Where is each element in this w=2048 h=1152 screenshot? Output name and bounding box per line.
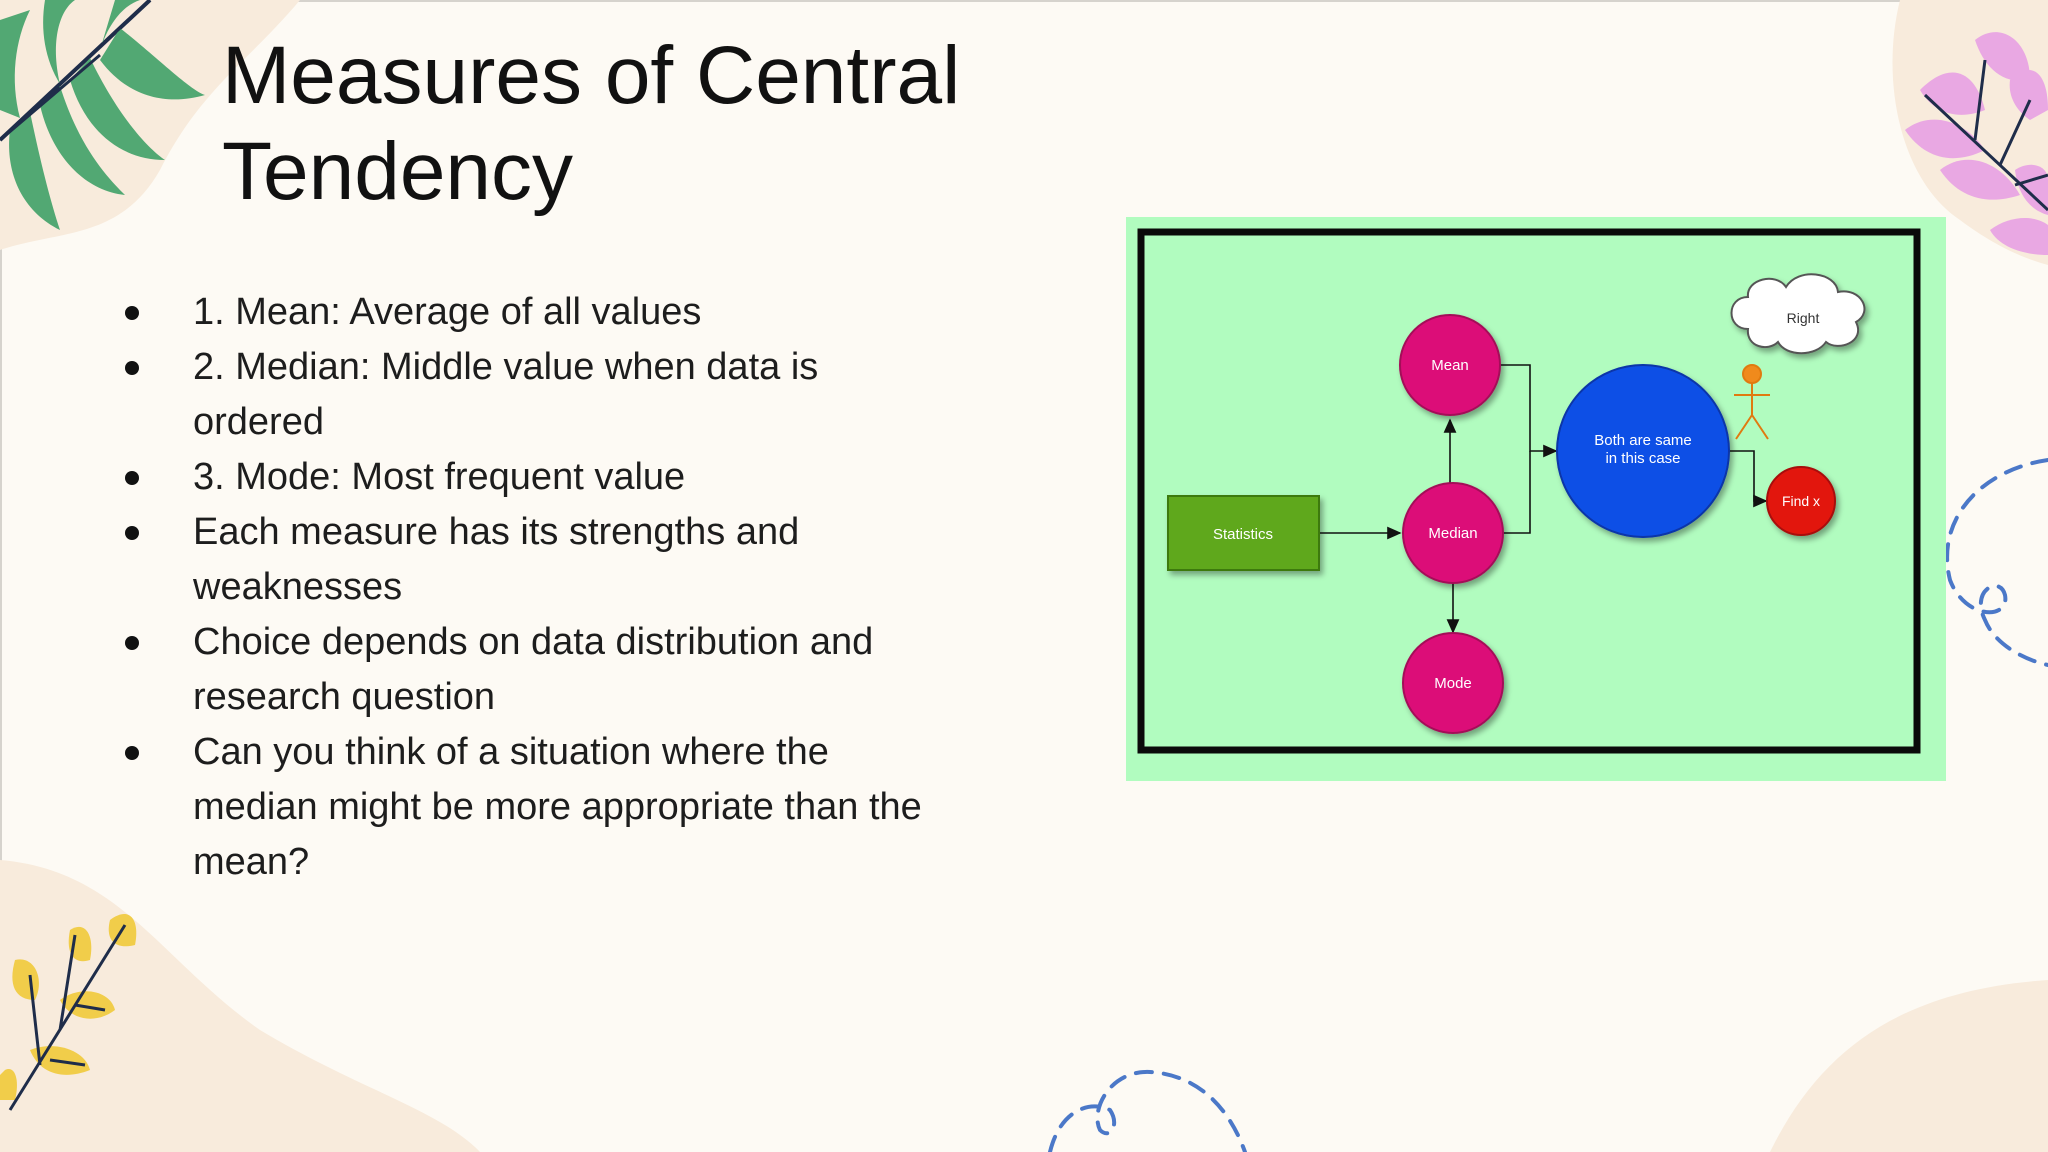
median-node <box>1402 482 1504 584</box>
blob-top-left <box>0 0 300 250</box>
stick-figure-icon <box>1734 364 1770 440</box>
title-line-2: Tendency <box>222 126 574 217</box>
title-line-1: Measures of Central <box>222 30 961 121</box>
cloud-icon <box>1730 273 1866 355</box>
right-label: Right <box>1787 310 1820 326</box>
bullet-item: 1. Mean: Average of all values <box>120 285 940 340</box>
statistics-label: Statistics <box>1213 526 1273 543</box>
statistics-node <box>1167 495 1320 571</box>
leaf-branch-green-icon <box>0 0 205 230</box>
both-same-label-line-1: Both are same <box>1594 432 1692 449</box>
median-label: Median <box>1428 525 1477 542</box>
top-border <box>0 0 2048 2</box>
flowchart-image: Statistics Mean Median Mode Both are sam… <box>1126 217 1946 786</box>
bullet-dot-icon <box>125 361 139 375</box>
bullet-text: Can you think of a situation where the m… <box>193 731 922 883</box>
bullet-text: 2. Median: Middle value when data is ord… <box>193 346 819 443</box>
diagram-border <box>1137 228 1921 754</box>
find-x-label: Find x <box>1782 493 1820 509</box>
bullet-item: Each measure has its strengths and weakn… <box>120 505 940 615</box>
bullet-item: Choice depends on data distribution and … <box>120 615 940 725</box>
mode-label: Mode <box>1434 675 1472 692</box>
bullet-dot-icon <box>125 526 139 540</box>
bullet-dot-icon <box>125 636 139 650</box>
connectors <box>1319 364 1768 634</box>
dashed-swirl-icon <box>1048 458 2048 1152</box>
both-same-label-line-2: in this case <box>1605 450 1680 467</box>
bullet-text: 1. Mean: Average of all values <box>193 291 702 333</box>
bullet-item: Can you think of a situation where the m… <box>120 725 940 890</box>
mode-node <box>1402 632 1504 734</box>
find-x-node <box>1766 466 1836 536</box>
bullet-text: Each measure has its strengths and weakn… <box>193 511 800 608</box>
slide-title: Measures of Central Tendency <box>222 28 982 220</box>
blob-bottom-right <box>1770 980 2048 1152</box>
bullet-dot-icon <box>125 471 139 485</box>
both-same-node <box>1556 364 1730 538</box>
bullet-text: 3. Mode: Most frequent value <box>193 456 686 498</box>
bullet-dot-icon <box>125 306 139 320</box>
leaf-branch-pink-icon <box>1905 32 2048 255</box>
bullet-text: Choice depends on data distribution and … <box>193 621 874 718</box>
flowchart: Statistics Mean Median Mode Both are sam… <box>1126 217 1946 781</box>
mean-label: Mean <box>1431 357 1469 374</box>
bullet-item: 2. Median: Middle value when data is ord… <box>120 340 940 450</box>
leaf-branch-yellow-icon <box>0 914 137 1111</box>
bullet-list: 1. Mean: Average of all values 2. Median… <box>120 285 940 890</box>
bullet-item: 3. Mode: Most frequent value <box>120 450 940 505</box>
mean-node <box>1399 314 1501 416</box>
left-border <box>0 0 2 1152</box>
bullet-dot-icon <box>125 746 139 760</box>
